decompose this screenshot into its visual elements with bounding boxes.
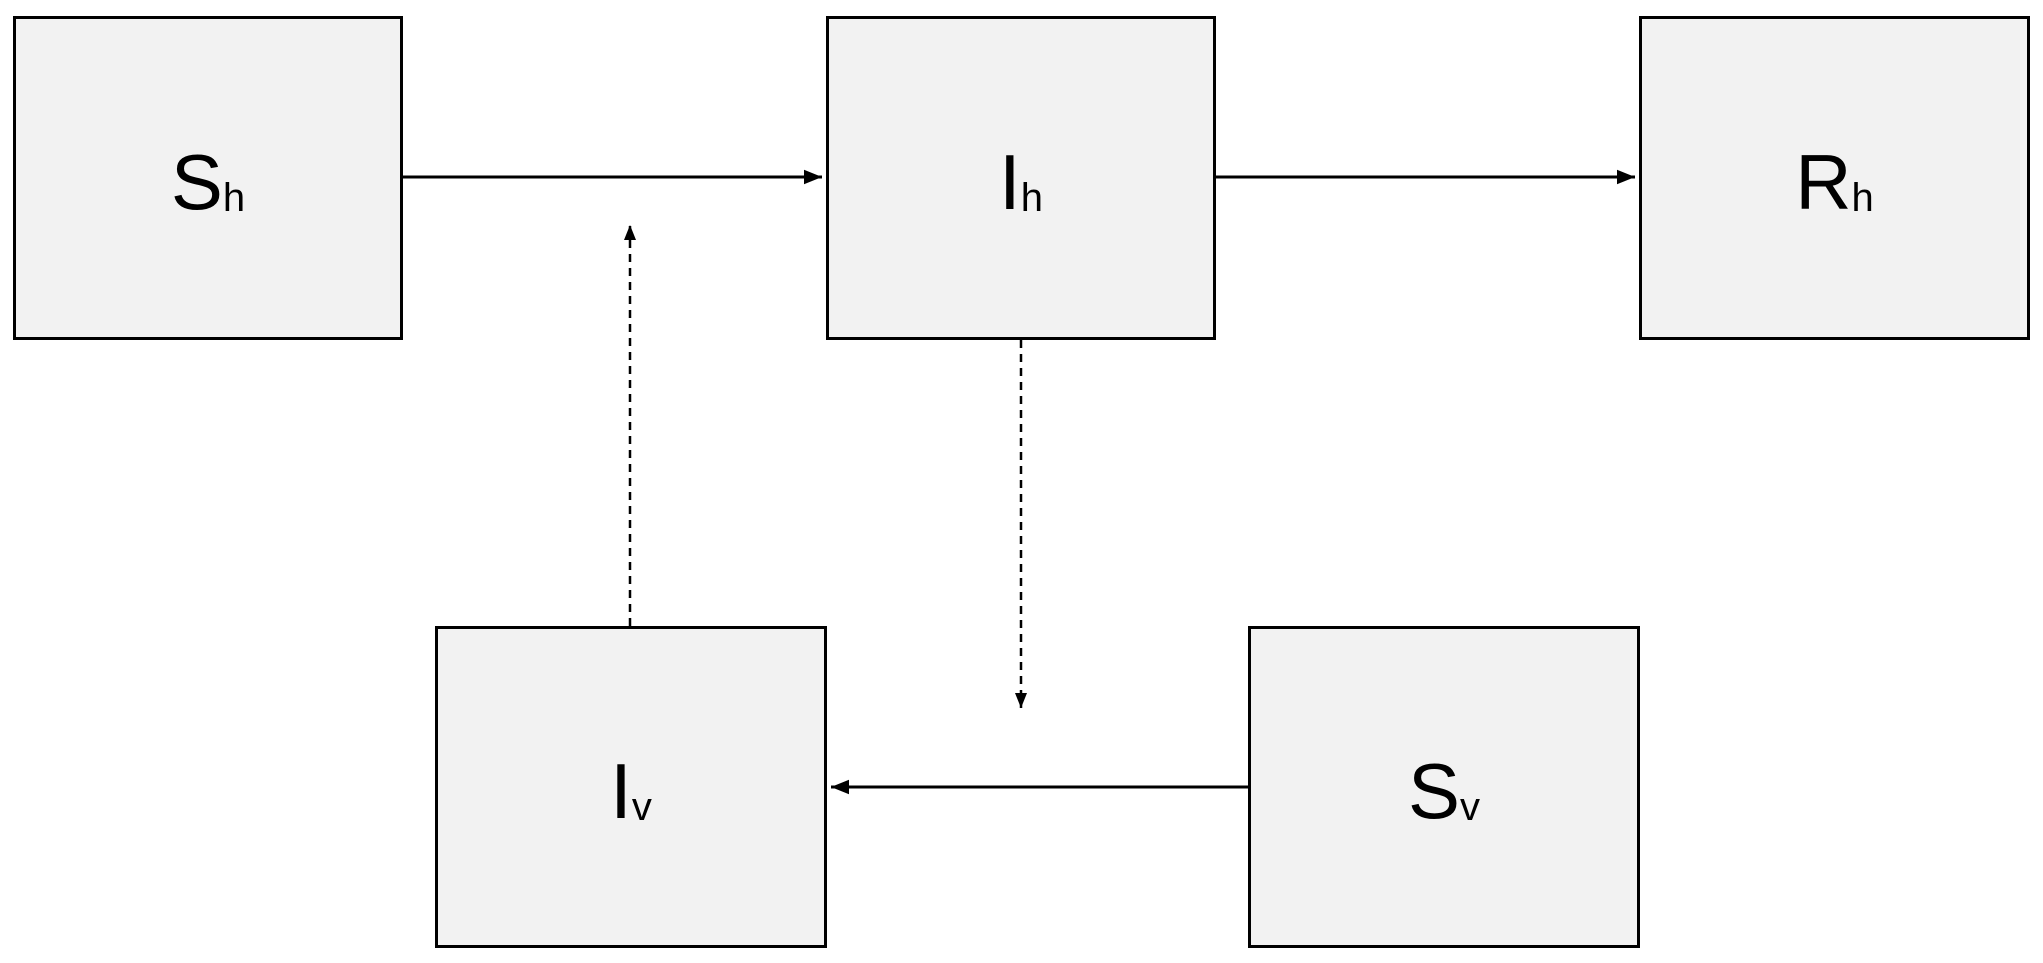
node-label-main: S — [170, 138, 223, 226]
node-label-main: I — [999, 138, 1021, 226]
node-label-main: S — [1407, 747, 1461, 835]
node-label-subscript: v — [631, 785, 652, 829]
node-label-subscript: v — [1460, 785, 1481, 829]
node-label-subscript: h — [222, 176, 246, 220]
node-label-main: R — [1795, 138, 1852, 226]
node-label-main: I — [610, 747, 632, 835]
node-label-subscript: h — [1020, 176, 1043, 220]
node-label-subscript: h — [1851, 176, 1874, 220]
